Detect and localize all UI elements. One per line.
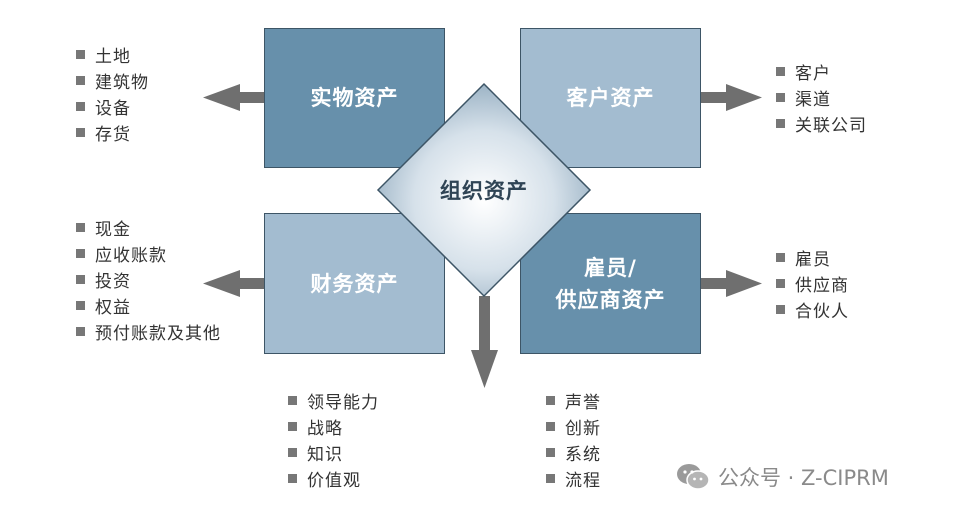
wechat-icon (677, 464, 710, 490)
arrow-right-top (700, 84, 762, 111)
employee-supplier-assets-label: 雇员/ 供应商资产 (555, 255, 666, 312)
list-item: 流程 (546, 465, 601, 491)
square-bullet-icon (288, 473, 297, 483)
list-item: 声誉 (546, 387, 601, 413)
employee-supplier-assets-box: 雇员/ 供应商资产 (520, 213, 701, 354)
list-item: 创新 (546, 413, 601, 439)
financial-assets-list: 现金 应收账款 投资 权益 预付账款及其他 (76, 214, 221, 344)
list-item: 领导能力 (288, 387, 379, 413)
employee-supplier-assets-list: 雇员 供应商 合伙人 (776, 244, 849, 322)
square-bullet-icon (76, 300, 85, 310)
list-item: 设备 (76, 93, 149, 119)
organization-assets-diamond (376, 82, 592, 298)
list-item: 供应商 (776, 270, 849, 296)
customer-assets-list: 客户 渠道 关联公司 (776, 58, 867, 136)
square-bullet-icon (288, 421, 297, 431)
list-item: 建筑物 (76, 67, 149, 93)
arrow-left-bottom (203, 270, 266, 297)
square-bullet-icon (776, 92, 785, 102)
square-bullet-icon (76, 326, 85, 336)
list-item: 权益 (76, 292, 221, 318)
physical-assets-list: 土地 建筑物 设备 存货 (76, 41, 149, 145)
square-bullet-icon (76, 101, 85, 111)
list-item: 渠道 (776, 84, 867, 110)
list-item: 应收账款 (76, 240, 221, 266)
square-bullet-icon (76, 248, 85, 258)
physical-assets-box: 实物资产 (264, 28, 445, 168)
organization-assets-label: 组织资产 (440, 178, 528, 203)
customer-assets-box: 客户资产 (520, 28, 701, 168)
square-bullet-icon (76, 75, 85, 85)
arrow-right-bottom (700, 270, 762, 297)
arrow-down (471, 296, 498, 388)
square-bullet-icon (76, 222, 85, 232)
square-bullet-icon (776, 66, 785, 76)
list-item: 存货 (76, 119, 149, 145)
square-bullet-icon (76, 49, 85, 59)
list-item: 客户 (776, 58, 867, 84)
financial-assets-label: 财务资产 (310, 270, 399, 296)
arrow-left-top (203, 84, 266, 111)
square-bullet-icon (288, 447, 297, 457)
organization-assets-list-b: 声誉 创新 系统 流程 (546, 387, 601, 491)
list-item: 系统 (546, 439, 601, 465)
square-bullet-icon (76, 274, 85, 284)
list-item: 投资 (76, 266, 221, 292)
list-item: 价值观 (288, 465, 379, 491)
square-bullet-icon (546, 473, 555, 483)
list-item: 知识 (288, 439, 379, 465)
list-item: 战略 (288, 413, 379, 439)
square-bullet-icon (776, 118, 785, 128)
square-bullet-icon (546, 395, 555, 405)
square-bullet-icon (288, 395, 297, 405)
list-item: 现金 (76, 214, 221, 240)
physical-assets-label: 实物资产 (310, 85, 399, 111)
watermark: 公众号 · Z-CIPRM (676, 462, 889, 492)
square-bullet-icon (546, 447, 555, 457)
list-item: 关联公司 (776, 110, 867, 136)
square-bullet-icon (776, 304, 785, 314)
watermark-text: 公众号 · Z-CIPRM (718, 466, 889, 490)
list-item: 预付账款及其他 (76, 318, 221, 344)
square-bullet-icon (546, 421, 555, 431)
square-bullet-icon (76, 127, 85, 137)
square-bullet-icon (776, 252, 785, 262)
customer-assets-label: 客户资产 (566, 85, 655, 111)
list-item: 合伙人 (776, 296, 849, 322)
financial-assets-box: 财务资产 (264, 213, 445, 354)
list-item: 雇员 (776, 244, 849, 270)
list-item: 土地 (76, 41, 149, 67)
organization-assets-list-a: 领导能力 战略 知识 价值观 (288, 387, 379, 491)
square-bullet-icon (776, 278, 785, 288)
